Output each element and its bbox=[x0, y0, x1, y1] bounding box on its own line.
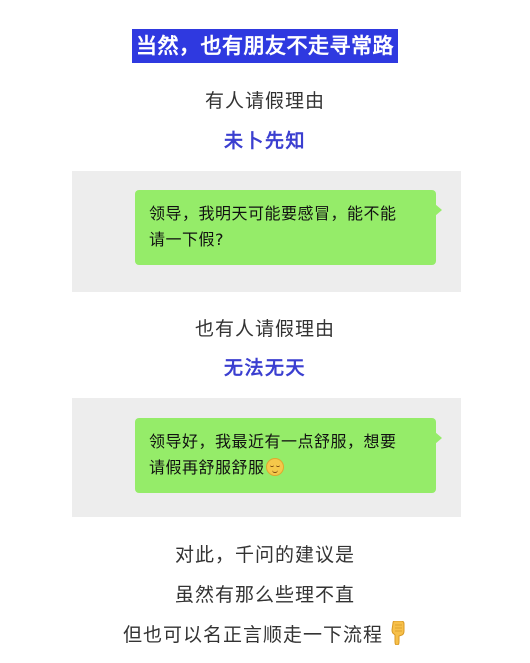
tag-1: 未卜先知 bbox=[223, 130, 306, 152]
closing-line-1: 对此，千问的建议是 bbox=[174, 544, 355, 566]
message-1-line-2: 请一下假? bbox=[149, 230, 224, 249]
closing-line-2: 虽然有那么些理不直 bbox=[174, 584, 355, 606]
closing-line-3-row: 但也可以名正言顺走一下流程 bbox=[0, 620, 530, 650]
caption-1: 有人请假理由 bbox=[204, 90, 325, 112]
message-2-line-2-row: 请假再舒服舒服 bbox=[149, 455, 424, 481]
caption-2: 也有人请假理由 bbox=[194, 318, 335, 340]
title-row: 当然，也有朋友不走寻常路 bbox=[0, 29, 530, 63]
relieved-face-icon bbox=[265, 458, 284, 476]
pointing-down-hand-icon bbox=[389, 620, 407, 650]
chat-panel-2: 领导好，我最近有一点舒服，想要 请假再舒服舒服 bbox=[72, 398, 461, 517]
message-2-line-2: 请假再舒服舒服 bbox=[149, 458, 265, 477]
message-2-line-1: 领导好，我最近有一点舒服，想要 bbox=[149, 432, 397, 451]
message-bubble-2: 领导好，我最近有一点舒服，想要 请假再舒服舒服 bbox=[135, 418, 442, 493]
chat-panel-1: 领导，我明天可能要感冒，能不能 请一下假? bbox=[72, 171, 461, 292]
tag-2: 无法无天 bbox=[223, 357, 306, 379]
page-title: 当然，也有朋友不走寻常路 bbox=[132, 29, 398, 63]
message-1-line-1: 领导，我明天可能要感冒，能不能 bbox=[149, 204, 397, 223]
message-bubble-1: 领导，我明天可能要感冒，能不能 请一下假? bbox=[135, 190, 442, 265]
closing-line-3: 但也可以名正言顺走一下流程 bbox=[122, 624, 383, 646]
